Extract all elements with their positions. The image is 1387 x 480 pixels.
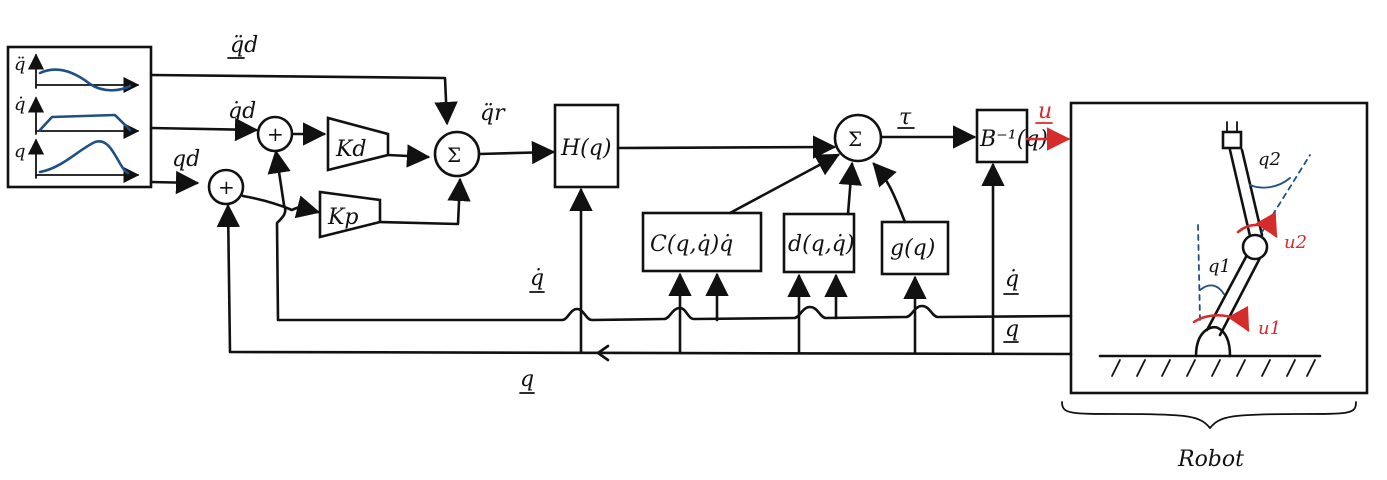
gain-kd: Kd — [326, 116, 390, 172]
generator-row-acceleration: q̈ — [14, 53, 140, 94]
signal-label-q-robot: q — [1005, 317, 1019, 342]
velocity-curve — [38, 113, 132, 132]
robot-link-1 — [1205, 253, 1262, 337]
signal-label-qdd-r: q̈r — [480, 101, 506, 126]
robot-end-effector — [1221, 130, 1243, 150]
wire-d-to-sum — [838, 161, 862, 216]
generator-row-label: q̇ — [14, 94, 26, 115]
svg-text:H(q): H(q) — [560, 136, 611, 161]
angle-arc-q1 — [1199, 284, 1225, 295]
feedback-qdot — [267, 149, 1073, 322]
block-gravity: g(q) — [880, 220, 950, 276]
svg-text:+: + — [267, 122, 284, 146]
robot-plant: q1 q2 u1 u2 — [1069, 101, 1369, 395]
trajectory-generator: q̈ q̇ q — [6, 45, 153, 189]
svg-text:Kp: Kp — [327, 205, 359, 230]
robot-frame — [1069, 101, 1369, 395]
wire-qdd-d — [149, 73, 458, 126]
wire-q-d — [149, 170, 200, 195]
signal-label-qd-d: q̇d — [228, 99, 256, 124]
torque-label-u1: u1 — [1258, 318, 1281, 339]
sum-torque: Σ — [833, 113, 883, 163]
generator-row-label: q̈ — [14, 54, 26, 75]
position-curve — [38, 140, 130, 175]
wire-c-to-sum — [728, 153, 841, 215]
torque-arrow-u2 — [1236, 211, 1278, 239]
wire-g-to-sum — [872, 162, 907, 224]
sum-position-error: + — [207, 168, 245, 206]
block-coriolis: C(q,q̇)q̇ — [641, 211, 763, 273]
sum-velocity-error: + — [256, 115, 294, 153]
gain-kp: Kp — [318, 190, 382, 239]
svg-text:+: + — [218, 175, 235, 199]
signal-label-q-feedback: q — [520, 367, 534, 392]
torque-arrow-u1 — [1192, 305, 1250, 333]
feedback-direction-chevron — [596, 344, 610, 362]
torque-label-u2: u2 — [1284, 232, 1307, 253]
wire-ep-to-kp — [241, 194, 321, 219]
robot-brace — [1061, 401, 1357, 429]
acceleration-curve — [38, 68, 132, 92]
feedback-q — [216, 203, 1073, 356]
wire-qd-d — [149, 117, 259, 142]
block-input-matrix-inverse: B⁻¹(q) — [975, 108, 1048, 164]
generator-row-label: q — [14, 141, 26, 162]
wire-h-to-sum — [616, 135, 837, 159]
block-inertia-matrix: H(q) — [553, 103, 620, 189]
svg-text:Kd: Kd — [335, 137, 367, 162]
wire-qdd-r — [477, 140, 556, 165]
robot-base — [1194, 325, 1232, 358]
signal-label-qdot-feedback: q̇ — [530, 266, 544, 291]
signal-label-tau: τ — [899, 105, 912, 130]
angle-label-q1: q1 — [1208, 256, 1231, 277]
svg-text:Σ: Σ — [848, 127, 862, 151]
wire-kp-to-sum — [378, 177, 471, 226]
svg-text:d(q,q̇): d(q,q̇) — [788, 232, 854, 257]
wire-kd-to-sum — [386, 144, 431, 168]
generator-row-velocity: q̇ — [14, 94, 140, 140]
angle-arc-q2 — [1249, 177, 1291, 189]
signal-label-u: u — [1038, 99, 1052, 124]
block-friction: d(q,q̇) — [782, 212, 856, 274]
signal-label-qdd-d: q̈d — [230, 33, 258, 58]
robot-joint-2 — [1241, 233, 1269, 261]
generator-row-position: q — [14, 138, 140, 184]
signal-label-qdot-robot: q̇ — [1005, 267, 1019, 292]
sum-reference-acceleration: Σ — [433, 130, 481, 178]
svg-text:C(q,q̇)q̇: C(q,q̇)q̇ — [650, 232, 733, 257]
angle-label-q2: q2 — [1258, 149, 1281, 170]
svg-text:g(q): g(q) — [890, 236, 935, 261]
svg-text:Σ: Σ — [447, 143, 461, 167]
robot-caption: Robot — [1177, 447, 1244, 472]
signal-label-q-d: qd — [172, 147, 200, 172]
